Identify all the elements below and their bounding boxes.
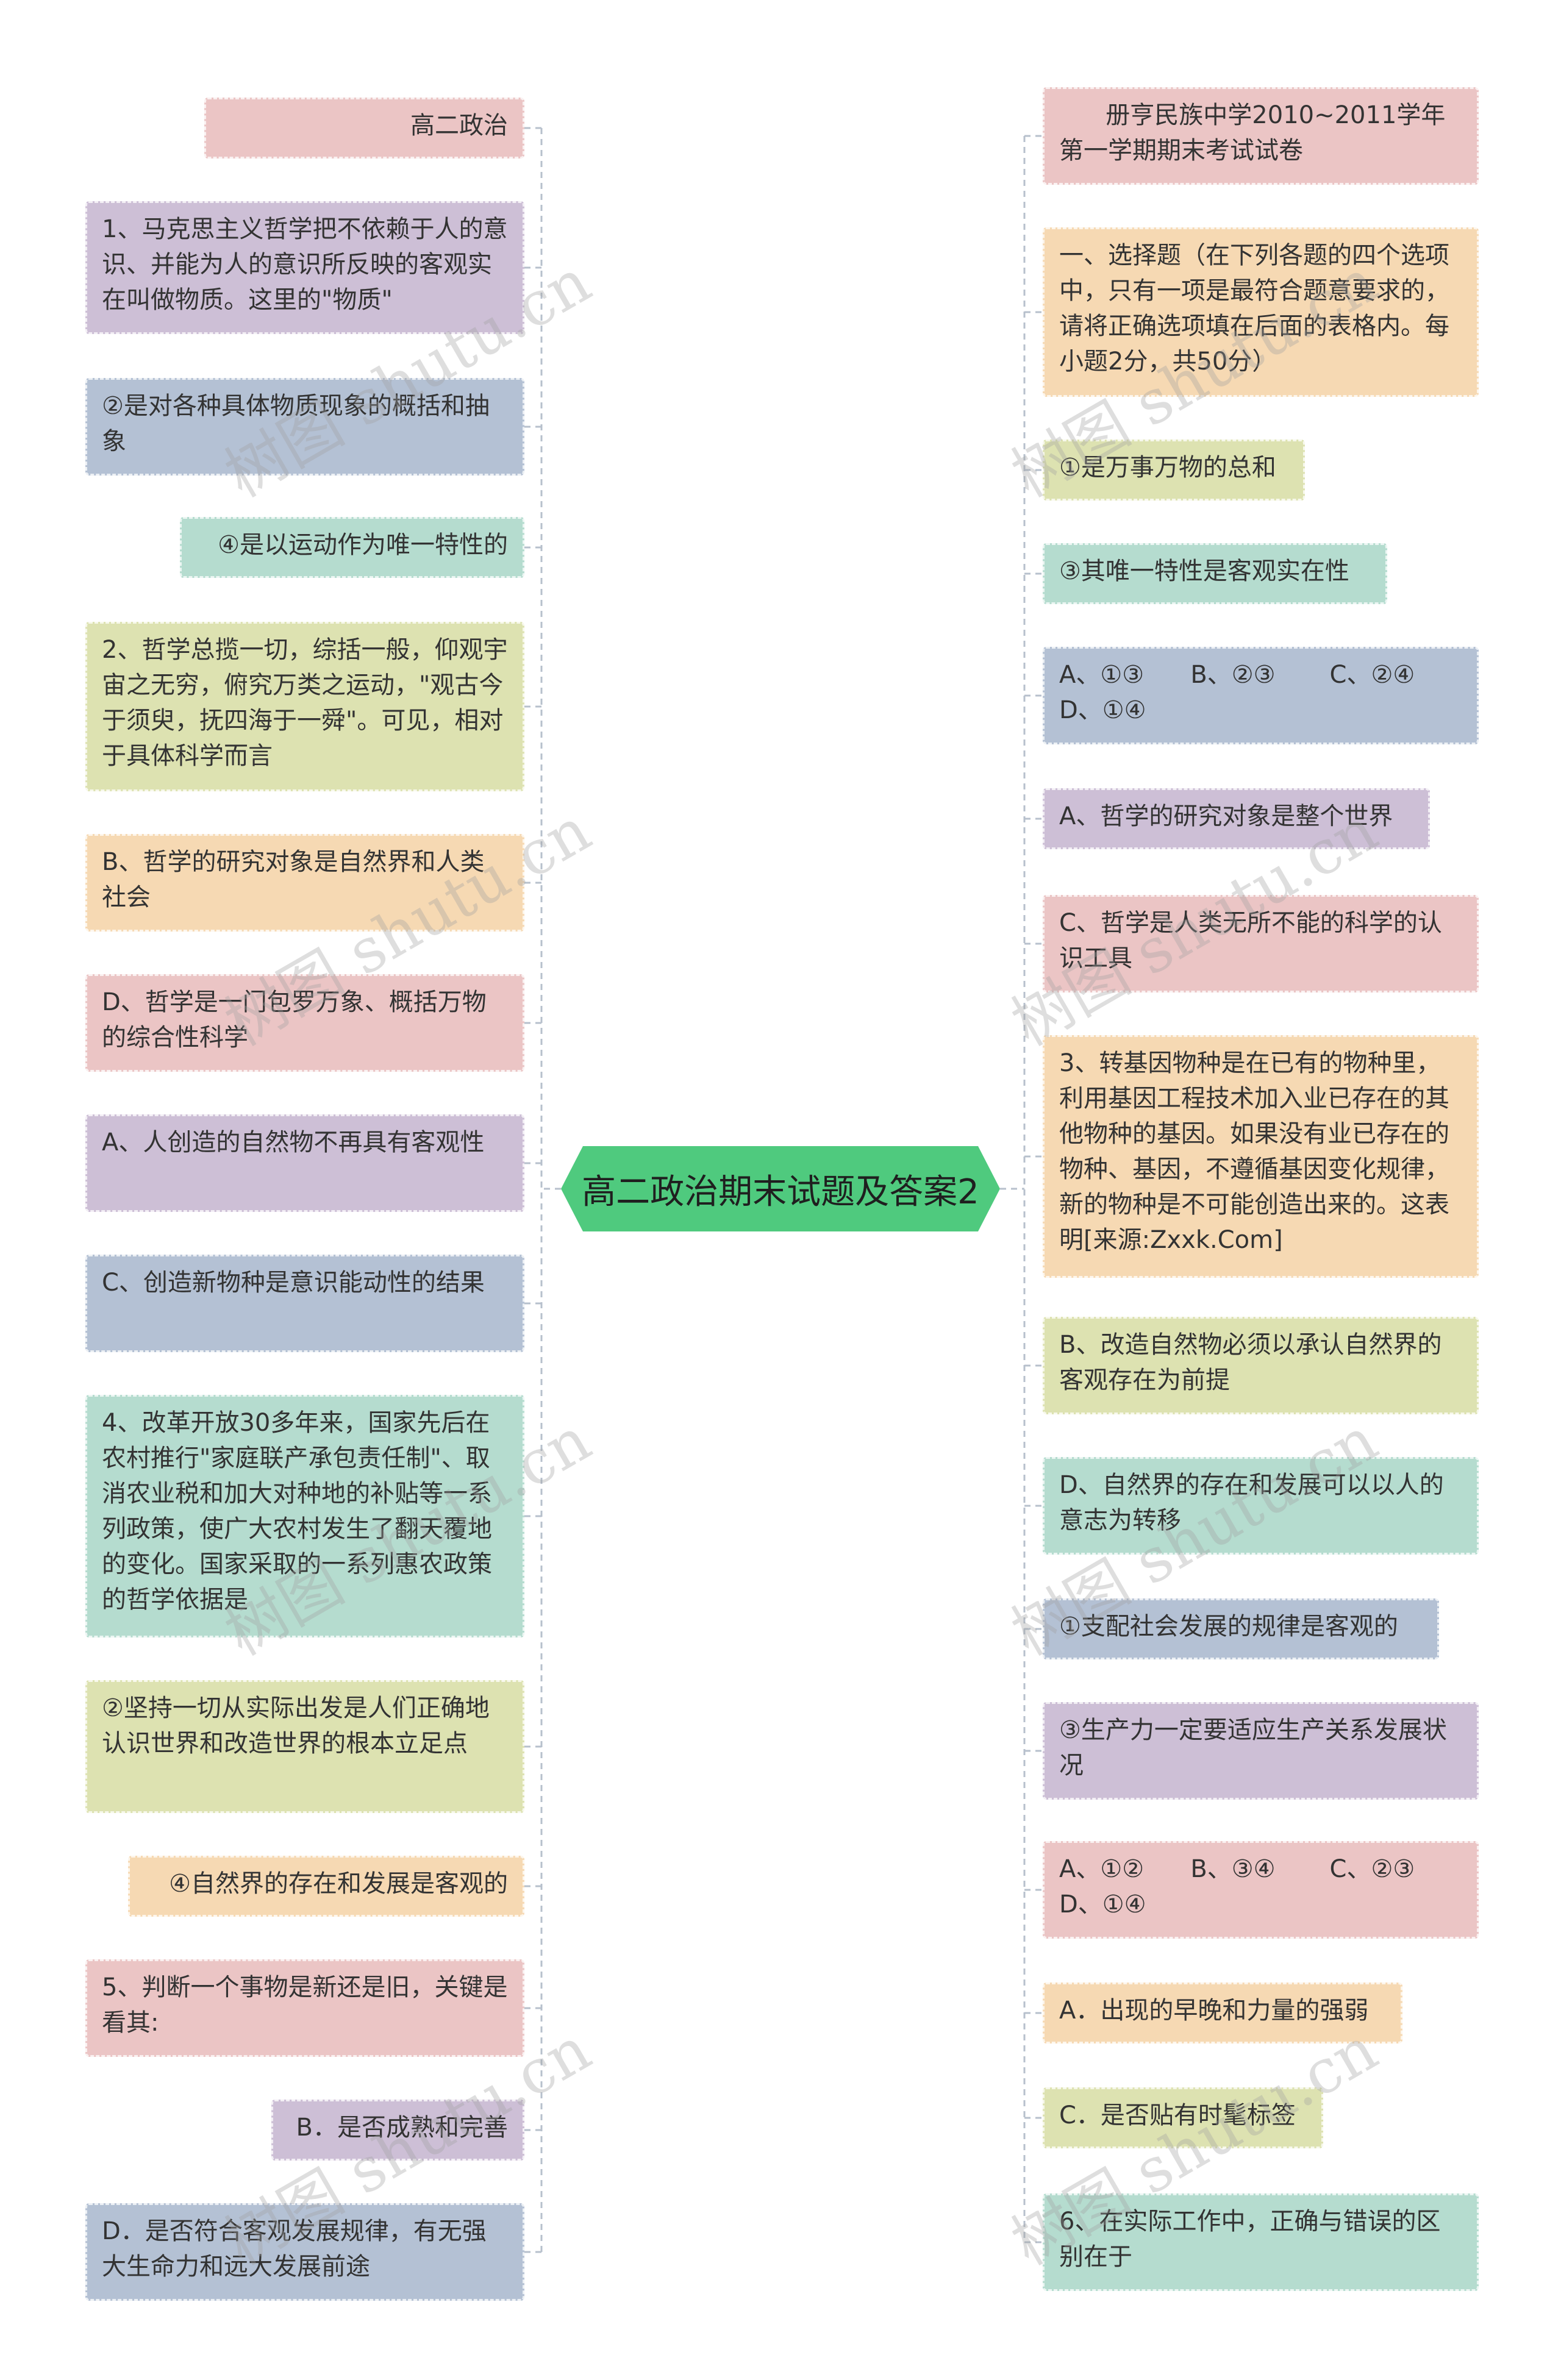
right-branch-node[interactable]: 3、转基因物种是在已有的物种里，利用基因工程技术加入业已存在的其他物种的基因。如… — [1043, 1035, 1479, 1278]
right-branch-node[interactable]: B、改造自然物必须以承认自然界的客观存在为前提 — [1043, 1317, 1479, 1414]
left-branch-node[interactable]: A、人创造的自然物不再具有客观性 — [85, 1114, 524, 1212]
right-branch-node[interactable]: D、自然界的存在和发展可以以人的意志为转移 — [1043, 1457, 1479, 1555]
left-branch-node[interactable]: 4、改革开放30多年来，国家先后在农村推行"家庭联产承包责任制"、取消农业税和加… — [85, 1395, 524, 1637]
right-branch-node[interactable]: ①是万事万物的总和 — [1043, 440, 1305, 501]
left-branch-node[interactable]: C、创造新物种是意识能动性的结果 — [85, 1255, 524, 1352]
left-branch-node[interactable]: ②坚持一切从实际出发是人们正确地认识世界和改造世界的根本立足点 — [85, 1680, 524, 1813]
right-branch-node[interactable]: ③生产力一定要适应生产关系发展状况 — [1043, 1702, 1479, 1800]
center-topic[interactable]: 高二政治期末试题及答案2 — [561, 1146, 1000, 1231]
right-branch-node[interactable]: ①支配社会发展的规律是客观的 — [1043, 1598, 1439, 1659]
right-branch-node[interactable]: ③其唯一特性是客观实在性 — [1043, 543, 1387, 604]
right-branch-node[interactable]: A．出现的早晚和力量的强弱 — [1043, 1983, 1402, 2043]
right-branch-node[interactable]: C、哲学是人类无所不能的科学的认识工具 — [1043, 895, 1479, 992]
right-branch-node[interactable]: 册亨民族中学2010~2011学年第一学期期末考试试卷 — [1043, 87, 1479, 185]
left-branch-node[interactable]: D、哲学是一门包罗万象、概括万物的综合性科学 — [85, 974, 524, 1072]
left-branch-node[interactable]: ④是以运动作为唯一特性的 — [180, 517, 524, 578]
right-branch-node[interactable]: A、①③ B、②③ C、②④ D、①④ — [1043, 647, 1479, 744]
left-branch-node[interactable]: B、哲学的研究对象是自然界和人类社会 — [85, 834, 524, 932]
left-branch-node[interactable]: D．是否符合客观发展规律，有无强大生命力和远大发展前途 — [85, 2203, 524, 2301]
right-branch-node[interactable]: 一、选择题（在下列各题的四个选项中，只有一项是最符合题意要求的，请将正确选项填在… — [1043, 227, 1479, 397]
left-branch-node[interactable]: ②是对各种具体物质现象的概括和抽象 — [85, 378, 524, 476]
right-branch-node[interactable]: A、哲学的研究对象是整个世界 — [1043, 788, 1430, 849]
right-branch-node[interactable]: C．是否贴有时髦标签 — [1043, 2087, 1323, 2148]
left-branch-node[interactable]: B．是否成熟和完善 — [271, 2100, 524, 2161]
left-branch-node[interactable]: 2、哲学总揽一切，综括一般，仰观宇宙之无穷，俯究万类之运动，"观古今于须臾，抚四… — [85, 622, 524, 791]
left-branch-node[interactable]: 5、判断一个事物是新还是旧，关键是看其: — [85, 1959, 524, 2057]
right-branch-node[interactable]: A、①② B、③④ C、②③ D、①④ — [1043, 1841, 1479, 1939]
left-branch-node[interactable]: 高二政治 — [204, 98, 524, 159]
left-branch-node[interactable]: ④自然界的存在和发展是客观的 — [128, 1856, 524, 1917]
right-branch-node[interactable]: 6、在实际工作中，正确与错误的区别在于 — [1043, 2193, 1479, 2291]
left-branch-node[interactable]: 1、马克思主义哲学把不依赖于人的意识、并能为人的意识所反映的客观实在叫做物质。这… — [85, 201, 524, 334]
